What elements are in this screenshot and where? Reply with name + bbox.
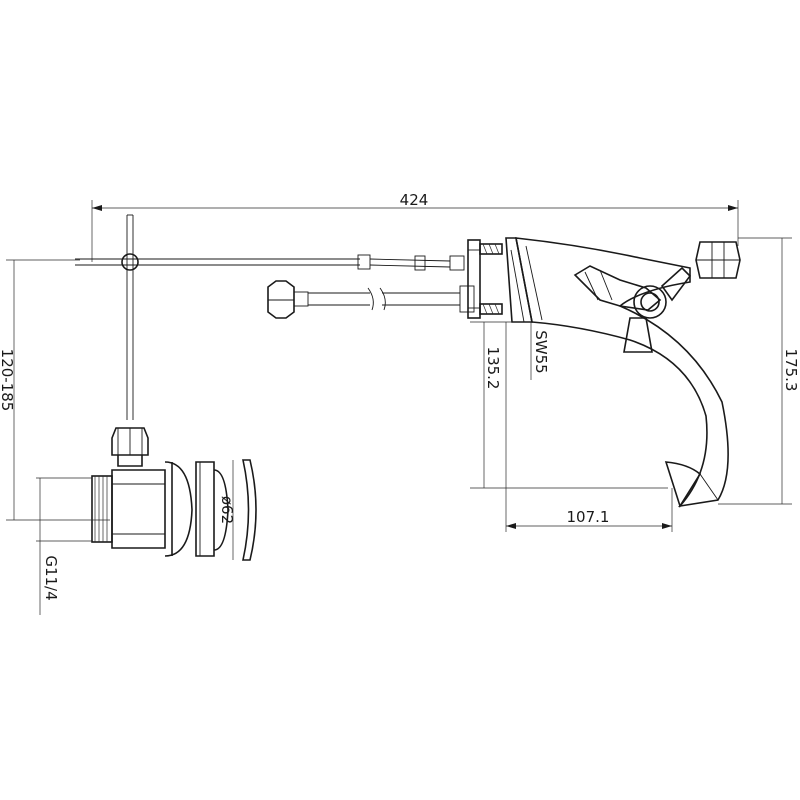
mount-height-label: 135.2 <box>484 347 502 390</box>
dimension-total-height: 175.3 <box>718 237 800 505</box>
waste-valve <box>91 427 257 561</box>
supply-hose <box>267 280 475 319</box>
dimension-pop-up-range: 120-185 <box>0 259 110 521</box>
dimension-wrench-size: SW55 <box>530 322 550 380</box>
dimension-thread: G11/4 <box>36 477 92 615</box>
total-height-label: 175.3 <box>782 349 800 392</box>
pull-rod <box>121 214 139 420</box>
hose-connector <box>695 241 741 279</box>
spout-reach-label: 107.1 <box>567 508 610 526</box>
faucet-body <box>505 237 729 508</box>
thread-label: G11/4 <box>42 555 60 600</box>
dimension-spout-reach: 107.1 <box>505 322 673 532</box>
dimension-overall-length: 424 <box>91 191 739 262</box>
overall-length-label: 424 <box>400 191 429 209</box>
mounting-shank <box>467 239 503 319</box>
wrench-size-label: SW55 <box>532 330 550 373</box>
dimension-mount-height: 135.2 <box>470 321 668 489</box>
dimension-plug-diameter: ø62 <box>218 460 236 560</box>
pop-up-range-label: 120-185 <box>0 349 16 412</box>
cross-handle <box>573 265 692 353</box>
plug-diameter-label: ø62 <box>218 496 236 524</box>
